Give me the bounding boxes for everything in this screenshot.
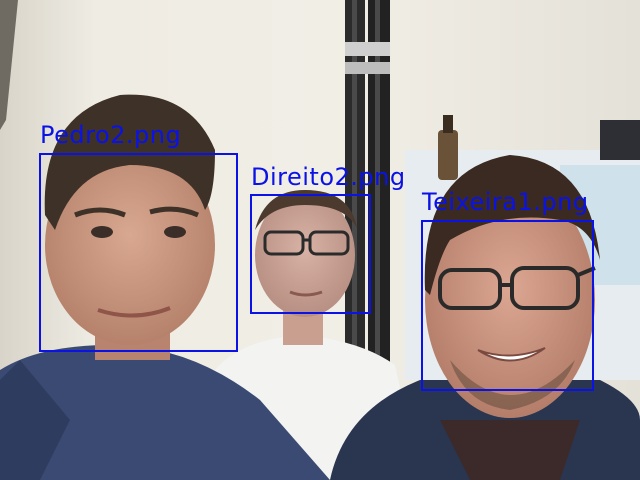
face-box-pedro bbox=[39, 153, 238, 352]
face-label-pedro: Pedro2.png bbox=[40, 121, 182, 149]
face-box-direito bbox=[250, 194, 371, 314]
face-label-teixeira: Teixeira1.png bbox=[422, 188, 589, 216]
face-label-direito: Direito2.png bbox=[251, 163, 406, 191]
face-box-teixeira bbox=[421, 220, 594, 391]
